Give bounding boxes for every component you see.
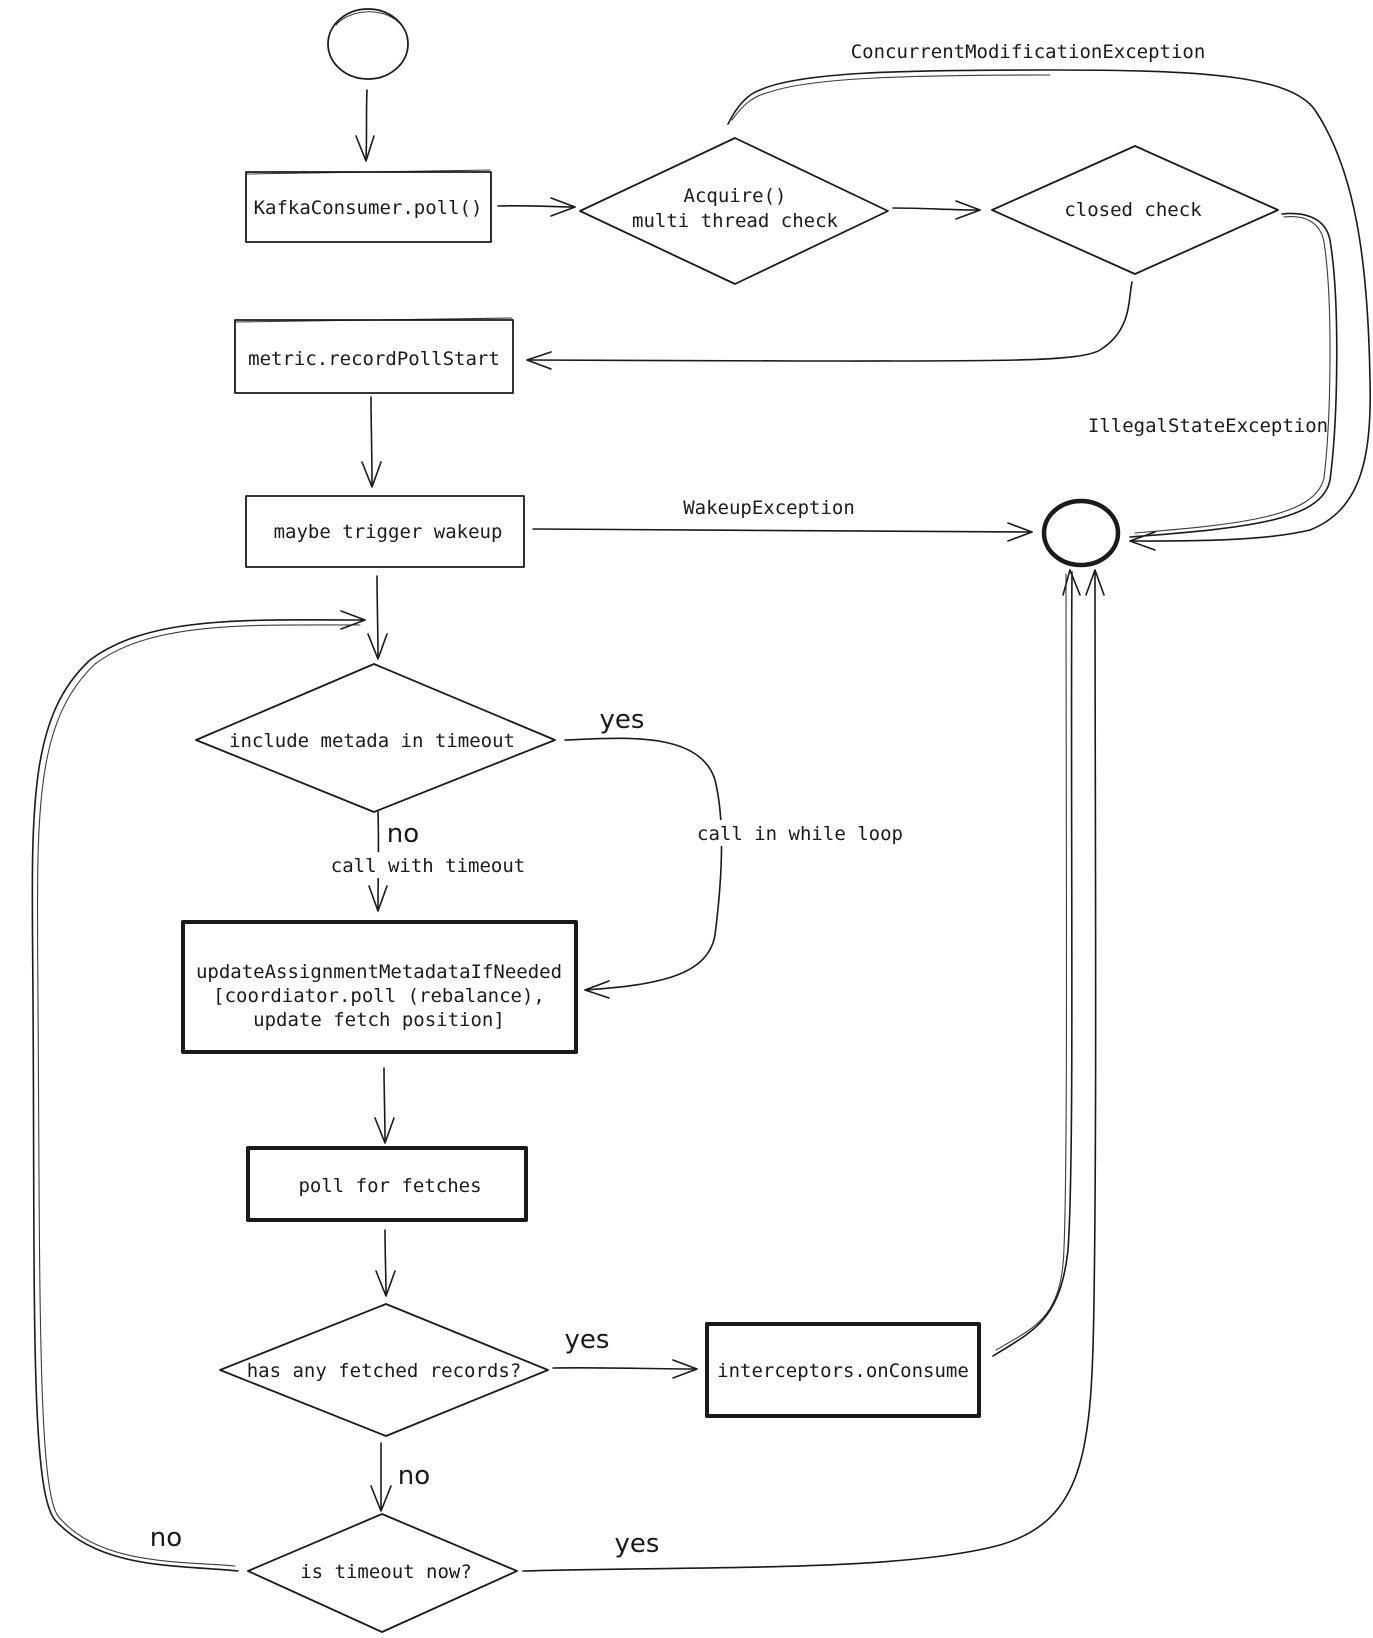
records-yes-label: yes — [565, 1325, 610, 1355]
update-metadata-label-line2: [coordiator.poll (rebalance), — [213, 985, 545, 1007]
interceptors-node: interceptors.onConsume — [705, 1322, 981, 1418]
edge-poll-to-acquire — [497, 197, 576, 217]
edge-wakeup-to-include-metadata — [367, 575, 388, 660]
edge-wakeup-to-end — [532, 522, 1033, 542]
include-metadata-node: include metada in timeout — [195, 663, 556, 813]
poll-fetches-label: poll for fetches — [298, 1175, 481, 1197]
poll-label: KafkaConsumer.poll() — [254, 197, 483, 219]
edge-timeout-yes-to-end — [522, 569, 1105, 1572]
edge-acquire-to-closed — [892, 200, 981, 220]
metadata-no-action-bg — [326, 852, 531, 878]
update-metadata-label-line1: updateAssignmentMetadataIfNeeded — [196, 961, 562, 983]
edge-timeout-no-loopback — [31, 610, 366, 1572]
metadata-yes-label: yes — [600, 705, 645, 735]
edge-interceptors-to-end — [992, 569, 1081, 1357]
has-records-node: has any fetched records? — [219, 1303, 549, 1437]
closed-check-node: closed check — [991, 145, 1279, 275]
edge-closed-to-recordpollstart — [526, 281, 1133, 370]
edge-pollfetches-to-hasrecords — [375, 1229, 396, 1297]
maybe-wakeup-label: maybe trigger wakeup — [274, 521, 503, 543]
edge-recordpollstart-to-wakeup — [361, 396, 382, 488]
maybe-wakeup-node: maybe trigger wakeup — [245, 495, 525, 568]
interceptors-label: interceptors.onConsume — [717, 1360, 969, 1382]
records-no-label: no — [398, 1461, 430, 1491]
poll-fetches-node: poll for fetches — [246, 1146, 528, 1222]
record-poll-start-node: metric.recordPollStart — [234, 317, 514, 394]
timeout-no-label: no — [150, 1523, 182, 1553]
edge-acquire-to-end-concurrent — [727, 69, 1372, 551]
edge-hasrecords-no — [370, 1442, 392, 1512]
edge-labels: ConcurrentModificationException IllegalS… — [150, 41, 1328, 1559]
end-node — [1041, 498, 1121, 568]
include-metadata-label: include metada in timeout — [229, 730, 515, 752]
is-timeout-label: is timeout now? — [300, 1561, 472, 1583]
metadata-no-action-label: call with timeout — [331, 855, 525, 877]
timeout-yes-label: yes — [615, 1529, 660, 1559]
acquire-label-line1: Acquire() — [684, 185, 787, 207]
poll-node: KafkaConsumer.poll() — [245, 169, 492, 243]
edge-start-to-poll — [355, 89, 375, 162]
record-poll-start-label: metric.recordPollStart — [248, 348, 500, 370]
metadata-yes-action-bg — [664, 820, 834, 846]
start-node — [327, 8, 409, 80]
concurrent-exception-label: ConcurrentModificationException — [851, 41, 1206, 63]
update-metadata-label-line3: update fetch position] — [253, 1009, 505, 1031]
closed-check-label: closed check — [1064, 199, 1202, 221]
edge-closed-to-end-illegal — [1129, 212, 1338, 538]
metadata-yes-action-label: call in while loop — [697, 823, 903, 845]
metadata-no-label: no — [387, 819, 419, 849]
edge-hasrecords-yes — [552, 1359, 698, 1379]
has-records-label: has any fetched records? — [247, 1360, 522, 1382]
is-timeout-node: is timeout now? — [247, 1513, 518, 1633]
wakeup-exception-label: WakeupException — [683, 497, 855, 519]
edge-include-metadata-yes — [564, 737, 723, 999]
update-metadata-node: updateAssignmentMetadataIfNeeded [coordi… — [181, 920, 578, 1054]
acquire-label-line2: multi thread check — [632, 210, 838, 232]
acquire-node: Acquire() multi thread check — [579, 137, 889, 285]
illegal-state-exception-label: IllegalStateException — [1088, 415, 1328, 437]
edge-update-to-pollfetches — [374, 1067, 395, 1144]
